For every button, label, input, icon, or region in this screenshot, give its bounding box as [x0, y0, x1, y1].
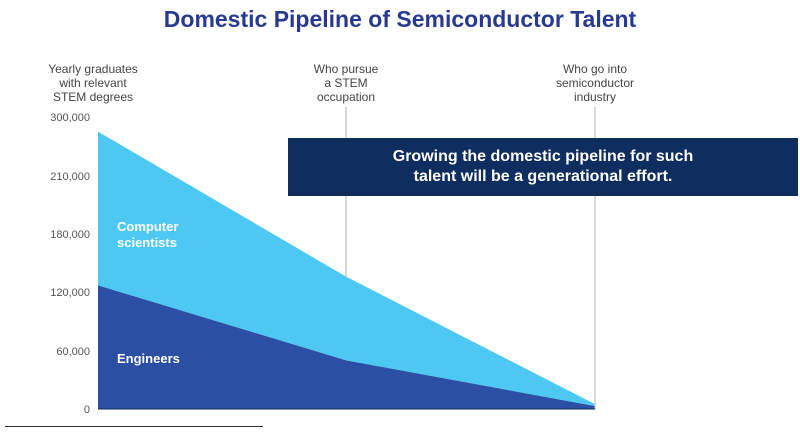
y-tick-label: 0 [84, 404, 90, 416]
callout-box: Growing the domestic pipeline for such t… [288, 138, 798, 196]
series-area-computer-scientists [98, 131, 595, 407]
footer-rule [5, 426, 263, 427]
y-tick-label: 210,000 [50, 171, 90, 183]
y-tick-label: 180,000 [50, 229, 90, 241]
area-label-engineers: Engineers [117, 351, 180, 366]
y-tick-label: 120,000 [50, 287, 90, 299]
series-area-engineers [98, 285, 595, 409]
y-tick-label: 300,000 [50, 112, 90, 124]
callout-line-1: Growing the domestic pipeline for such [392, 148, 694, 165]
y-tick-label: 60,000 [56, 346, 90, 358]
chart-title: Domestic Pipeline of Semiconductor Talen… [163, 6, 637, 32]
callout-line-2: talent will be a generational effort. [413, 168, 673, 185]
